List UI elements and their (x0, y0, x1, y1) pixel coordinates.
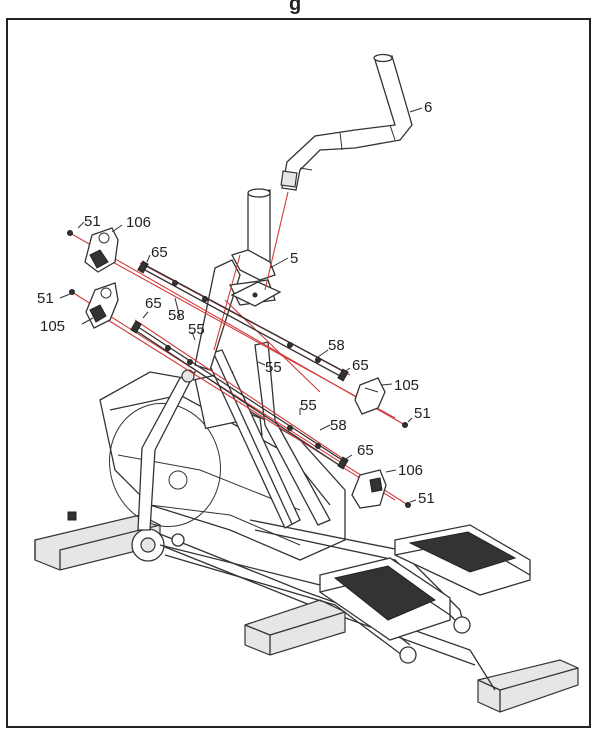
label-part-65-a: 65 (151, 244, 168, 261)
label-part-58-a: 58 (168, 307, 185, 324)
assembly-guide-lines (69, 191, 409, 506)
label-part-105-left: 105 (40, 318, 65, 335)
label-part-55-b: 55 (265, 359, 282, 376)
label-part-6: 6 (424, 99, 432, 116)
bolts-51 (67, 230, 411, 508)
label-part-51-b: 51 (37, 290, 54, 307)
bracket-106-right (351, 469, 387, 509)
label-part-58-b: 58 (328, 337, 345, 354)
part-labels: 6 5 106 106 105 105 51 51 51 51 65 65 65… (37, 99, 435, 507)
label-part-55-c: 55 (300, 397, 317, 414)
label-part-51-a: 51 (84, 213, 101, 230)
rear-stabilizer (477, 659, 579, 713)
label-part-51-c: 51 (414, 405, 431, 422)
label-part-58-c: 58 (330, 417, 347, 434)
right-pedal (394, 524, 531, 596)
label-part-5: 5 (290, 250, 298, 267)
bracket-105-left (85, 282, 119, 329)
label-part-105-right: 105 (394, 377, 419, 394)
label-part-55-a: 55 (188, 321, 205, 338)
leader-lines (59, 107, 423, 503)
diagram-frame (6, 18, 591, 728)
label-part-65-b: 65 (145, 295, 162, 312)
shaft-58-upper (144, 264, 346, 378)
label-part-65-d: 65 (357, 442, 374, 459)
label-part-106-lower: 106 (398, 462, 423, 479)
upper-handlebar-6 (280, 53, 413, 191)
left-lower-handle-arm (137, 369, 197, 531)
bracket-106-left (84, 227, 119, 273)
left-pedal (319, 557, 451, 641)
label-part-65-c: 65 (352, 357, 369, 374)
mounting-plate (230, 281, 282, 307)
bracket-105-right (354, 377, 386, 415)
header-text-fragment: g (289, 0, 301, 15)
label-part-51-d: 51 (418, 490, 435, 507)
shaft-58-lower (134, 324, 346, 468)
crank-pivot (131, 528, 185, 562)
label-part-106-upper: 106 (126, 214, 151, 231)
